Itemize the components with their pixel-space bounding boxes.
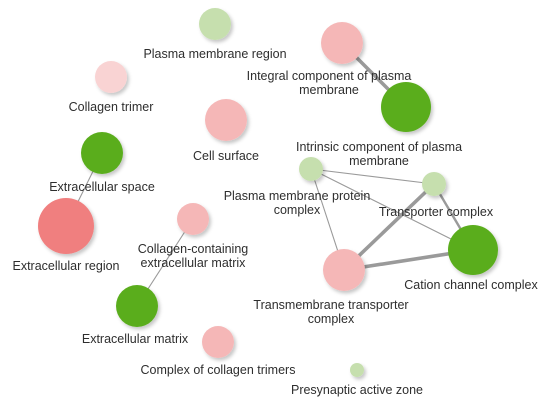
node-cell-surface[interactable] [205, 99, 247, 141]
node-label-cell-surface: Cell surface [193, 149, 259, 163]
node-label-cation-channel-complex: Cation channel complex [404, 278, 538, 292]
node-label-line: Collagen trimer [69, 100, 154, 114]
node-label-line: Extracellular space [49, 180, 155, 194]
node-label-transporter-complex: Transporter complex [379, 205, 494, 219]
node-label-line: Cell surface [193, 149, 259, 163]
node-cation-channel-complex[interactable] [448, 225, 498, 275]
node-label-line: membrane [299, 83, 359, 97]
node-presynaptic-active-zone[interactable] [350, 363, 364, 377]
node-label-line: Transmembrane transporter [253, 298, 408, 312]
node-integral-component[interactable] [321, 22, 363, 64]
node-label-line: Plasma membrane protein [224, 189, 371, 203]
node-label-line: Transporter complex [379, 205, 494, 219]
nodes [38, 8, 498, 377]
node-plasma-membrane-protein-complex[interactable] [299, 157, 323, 181]
node-label-line: Collagen-containing [138, 242, 249, 256]
node-label-line: Intrinsic component of plasma [296, 140, 462, 154]
node-label-line: Plasma membrane region [143, 47, 286, 61]
node-extracellular-region[interactable] [38, 198, 94, 254]
node-label-line: Cation channel complex [404, 278, 538, 292]
node-label-line: Integral component of plasma [247, 69, 412, 83]
node-label-collagen-trimer: Collagen trimer [69, 100, 154, 114]
node-complex-of-collagen-trimers[interactable] [202, 326, 234, 358]
node-extracellular-matrix[interactable] [116, 285, 158, 327]
node-transmembrane-transporter-complex[interactable] [323, 249, 365, 291]
node-intrinsic-component[interactable] [381, 82, 431, 132]
node-label-line: extracellular matrix [141, 256, 247, 270]
node-collagen-containing-ecm[interactable] [177, 203, 209, 235]
node-label-plasma-membrane-region: Plasma membrane region [143, 47, 286, 61]
edge-plasma_membrane_protein_complex-transporter_complex [310, 168, 435, 185]
node-label-complex-of-collagen-trimers: Complex of collagen trimers [141, 363, 296, 377]
node-label-line: complex [308, 312, 355, 326]
node-label-line: complex [274, 203, 321, 217]
node-collagen-trimer[interactable] [95, 61, 127, 93]
node-label-extracellular-matrix: Extracellular matrix [82, 332, 189, 346]
node-label-extracellular-space: Extracellular space [49, 180, 155, 194]
edge-plasma_membrane_protein_complex-cation_channel_complex [310, 168, 474, 251]
node-label-presynaptic-active-zone: Presynaptic active zone [291, 383, 423, 397]
node-transporter-complex[interactable] [422, 172, 446, 196]
node-label-line: Extracellular region [13, 259, 120, 273]
node-label-line: Presynaptic active zone [291, 383, 423, 397]
node-label-extracellular-region: Extracellular region [13, 259, 120, 273]
node-plasma-membrane-region[interactable] [199, 8, 231, 40]
node-label-line: Complex of collagen trimers [141, 363, 296, 377]
node-label-line: membrane [349, 154, 409, 168]
node-extracellular-space[interactable] [81, 132, 123, 174]
node-label-line: Extracellular matrix [82, 332, 189, 346]
